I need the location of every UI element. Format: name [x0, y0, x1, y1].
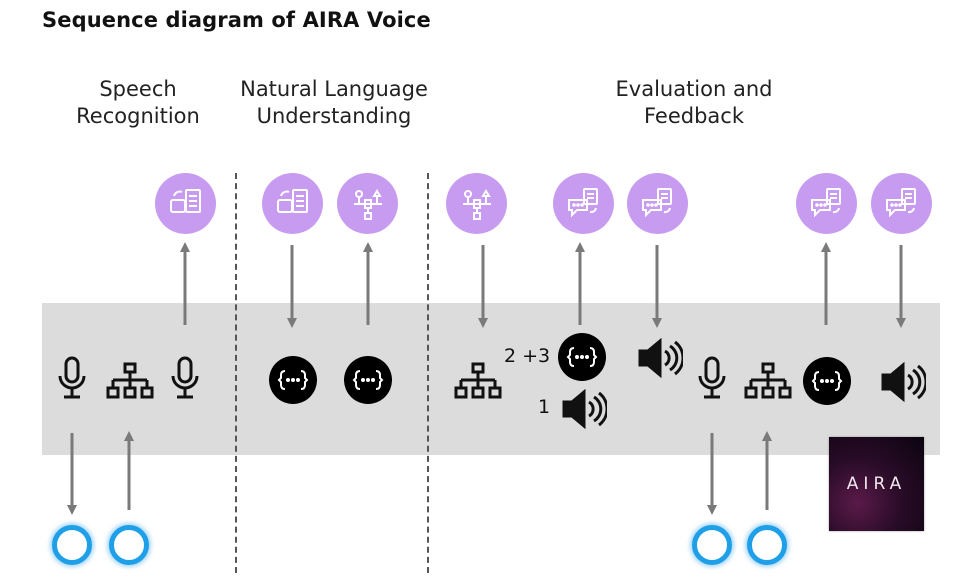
header-natural-language-understanding: Natural Language Understanding [240, 77, 428, 128]
code-braces-icon [344, 356, 392, 404]
hierarchy-icon [744, 362, 792, 405]
hierarchy-icon [106, 362, 154, 405]
chat-feedback-icon [553, 173, 614, 234]
voice-input-ring-icon [747, 525, 787, 565]
code-braces-icon [803, 357, 851, 405]
divider-line-1 [235, 173, 237, 573]
divider-line-2 [427, 173, 429, 573]
aira-logo-text: AIRA [846, 474, 907, 494]
microphone-icon [57, 356, 87, 405]
speech-to-text-icon [262, 173, 323, 234]
chat-feedback-icon [871, 173, 932, 234]
header-speech-recognition: Speech Recognition [76, 77, 200, 128]
flowchart-icon [446, 173, 507, 234]
header-evaluation-feedback: Evaluation and Feedback [615, 77, 773, 128]
speaker-icon [637, 337, 685, 383]
code-braces-icon [269, 356, 317, 404]
chat-feedback-icon [796, 173, 857, 234]
diagram-title: Sequence diagram of AIRA Voice [42, 8, 431, 32]
flowchart-icon [337, 173, 398, 234]
speaker-icon [561, 388, 609, 434]
voice-input-ring-icon [109, 525, 149, 565]
microphone-icon [697, 356, 727, 405]
hierarchy-icon [454, 362, 502, 405]
speech-to-text-icon [155, 173, 216, 234]
step-label-2-3: 2 +3 [504, 345, 551, 367]
voice-input-ring-icon [692, 525, 732, 565]
step-label-1: 1 [538, 396, 551, 418]
code-braces-icon [558, 333, 606, 381]
microphone-icon [170, 356, 200, 405]
speaker-icon [880, 361, 928, 407]
aira-logo: AIRA [829, 437, 924, 531]
chat-feedback-icon [627, 173, 688, 234]
voice-input-ring-icon [52, 525, 92, 565]
